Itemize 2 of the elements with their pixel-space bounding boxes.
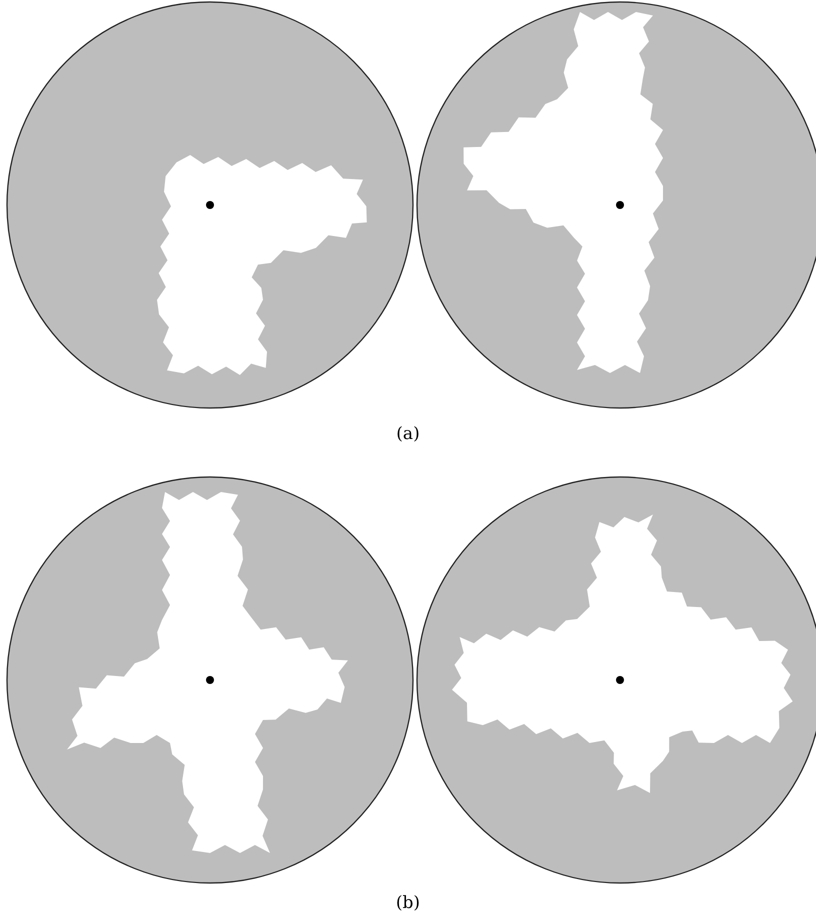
panel-label: (b) [396, 893, 420, 913]
panel-label: (a) [396, 424, 420, 444]
